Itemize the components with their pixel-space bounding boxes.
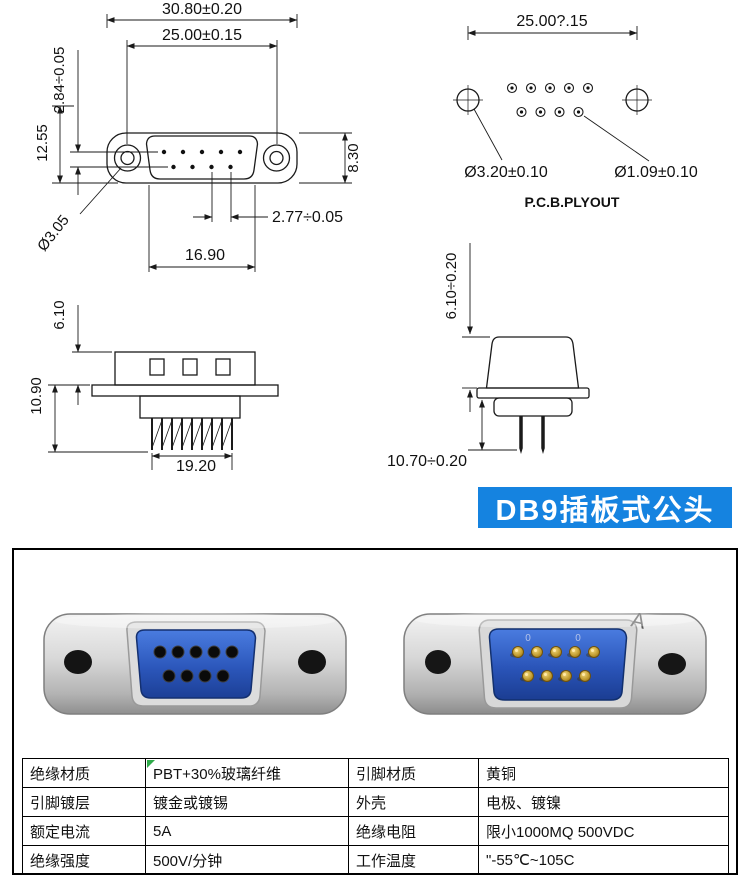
spec-label-cell: 工作温度 xyxy=(348,845,479,875)
profile-dim-shell-height-label: 6.10÷0.20 xyxy=(443,253,460,320)
profile-view-drawing: 6.10÷0.20 10.70÷0.20 xyxy=(387,243,590,470)
product-title-badge: DB9插板式公头 xyxy=(478,487,732,528)
spec-row-4: 绝缘强度 500V/分钟 工作温度 "-55℃~105C xyxy=(22,845,729,875)
pcb-dim-mount-hole-label: Ø3.20±0.10 xyxy=(464,164,548,181)
spec-label-cell: 额定电流 xyxy=(22,816,146,846)
dim-shell-width-label: 16.90 xyxy=(185,247,225,264)
spec-label-cell: 绝缘强度 xyxy=(22,845,146,875)
pcb-dim-hole-spacing-label: 25.00?.15 xyxy=(516,13,587,30)
spec-label-cell: 引脚镀层 xyxy=(22,787,146,817)
spec-row-1: 绝缘材质 PBT+30%玻璃纤维 引脚材质 黄铜 xyxy=(22,758,729,788)
pcb-pin-holes xyxy=(506,82,594,118)
front-view-drawing: 30.80±0.20 25.00±0.15 2.84÷0.05 12.55 8.… xyxy=(34,1,362,272)
mounting-hole-right xyxy=(658,653,686,675)
mounting-hole-left xyxy=(64,650,92,674)
side-dim-body-height-label: 6.10 xyxy=(51,300,68,329)
side-dim-pin-span-label: 19.20 xyxy=(176,458,216,475)
spec-value-cell: "-55℃~105C xyxy=(478,845,729,875)
spec-label-cell: 绝缘材质 xyxy=(22,758,146,788)
pcb-layout-drawing: 25.00?.15 Ø3.20±0.10 Ø1.09±0.10 P.C.B.PL… xyxy=(453,13,698,210)
spec-row-3: 额定电流 5A 绝缘电阻 限小1000MQ 500VDC xyxy=(22,816,729,846)
side-view-drawing: 6.10 10.90 19.20 xyxy=(28,300,279,475)
spec-value-cell: 黄铜 xyxy=(478,758,729,788)
pcb-dim-pin-hole-label: Ø1.09±0.10 xyxy=(614,164,698,181)
spec-value-cell: 电极、镀镍 xyxy=(478,787,729,817)
male-pins xyxy=(510,646,600,682)
male-connector-photo: 0 0 A xyxy=(403,608,707,715)
dim-row-spacing-label: 2.84÷0.05 xyxy=(51,47,68,114)
dim-height-left-label: 12.55 xyxy=(34,124,51,162)
spec-label-cell: 引脚材质 xyxy=(348,758,479,788)
dim-flange-width-label: 30.80±0.20 xyxy=(162,1,242,18)
spec-value-cell: 500V/分钟 xyxy=(145,845,349,875)
dim-hole-spacing-label: 25.00±0.15 xyxy=(162,27,242,44)
cell-corner-mark xyxy=(147,760,155,768)
female-socket-holes xyxy=(153,645,239,683)
female-connector-photo xyxy=(43,613,347,715)
product-photos: 0 0 A xyxy=(14,550,736,752)
technical-drawings: 30.80±0.20 25.00±0.15 2.84÷0.05 12.55 8.… xyxy=(28,1,732,528)
spec-label-cell: 绝缘电阻 xyxy=(348,816,479,846)
shell-corner-mark-A: A xyxy=(629,608,647,633)
profile-view-pins xyxy=(519,416,545,448)
spec-row-2: 引脚镀层 镀金或镀锡 外壳 电极、镀镍 xyxy=(22,787,729,817)
spec-value-cell: 限小1000MQ 500VDC xyxy=(478,816,729,846)
technical-drawings-svg: 30.80±0.20 25.00±0.15 2.84÷0.05 12.55 8.… xyxy=(28,1,698,475)
spec-label-cell: 外壳 xyxy=(348,787,479,817)
mounting-hole-right xyxy=(298,650,326,674)
female-insert xyxy=(135,629,257,699)
product-panel: 0 0 A 绝缘材质 PBT+30%玻璃纤维 引脚材质 黄铜 引脚镀层 镀金或镀… xyxy=(12,548,738,875)
dim-shell-height-label: 8.30 xyxy=(345,143,362,172)
mounting-hole-left xyxy=(425,650,451,674)
spec-value-cell: PBT+30%玻璃纤维 xyxy=(145,758,349,788)
face-mark-0-left: 0 xyxy=(525,633,531,644)
side-dim-total-height-label: 10.90 xyxy=(28,377,45,415)
dim-pin-pitch-label: 2.77÷0.05 xyxy=(272,209,343,226)
profile-dim-bottom-label: 10.70÷0.20 xyxy=(387,453,467,470)
male-insert xyxy=(488,628,628,701)
dim-screw-hole-label: Ø3.05 xyxy=(34,212,73,255)
pcb-layout-title: P.C.B.PLYOUT xyxy=(525,194,620,210)
side-view-pins xyxy=(151,418,233,450)
face-mark-0-right: 0 xyxy=(575,633,581,644)
front-view-pins xyxy=(161,149,243,170)
spec-table: 绝缘材质 PBT+30%玻璃纤维 引脚材质 黄铜 引脚镀层 镀金或镀锡 外壳 电… xyxy=(22,758,729,875)
spec-value-cell: 5A xyxy=(145,816,349,846)
spec-value-cell: 镀金或镀锡 xyxy=(145,787,349,817)
